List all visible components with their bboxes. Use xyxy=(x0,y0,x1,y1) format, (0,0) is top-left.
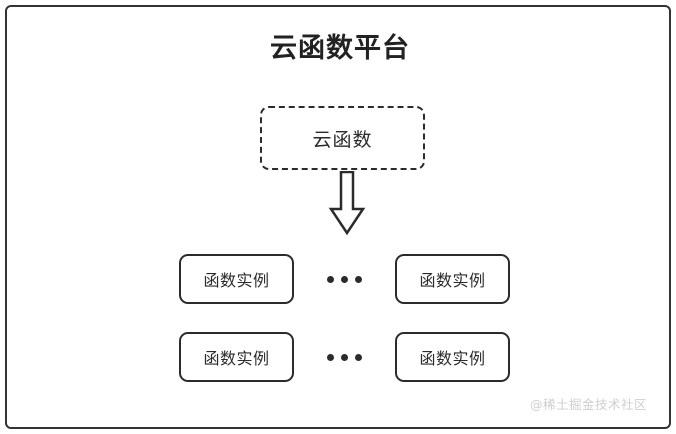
ellipsis-dot-icon xyxy=(355,275,362,283)
watermark: @稀土掘金技术社区 xyxy=(529,397,647,412)
function-instance-box[interactable]: 函数实例 xyxy=(395,332,510,382)
instance-row-2: 函数实例 函数实例 xyxy=(179,332,510,382)
ellipsis-dot-icon xyxy=(341,275,348,283)
ellipsis-separator xyxy=(316,275,373,283)
ellipsis-dot-icon xyxy=(327,275,334,283)
ellipsis-dot-icon xyxy=(355,353,362,361)
ellipsis-dot-icon xyxy=(341,353,348,361)
page-title: 云函数平台 xyxy=(270,33,410,64)
function-instance-label: 函数实例 xyxy=(419,349,486,368)
function-instance-box[interactable]: 函数实例 xyxy=(179,332,294,382)
cloud-function-label: 云函数 xyxy=(312,128,373,151)
down-arrow-icon xyxy=(328,171,366,236)
function-instance-label: 函数实例 xyxy=(203,349,270,368)
cloud-function-node: 云函数 xyxy=(260,106,425,170)
function-instance-box[interactable]: 函数实例 xyxy=(395,254,510,304)
instance-row-1: 函数实例 函数实例 xyxy=(179,254,510,304)
function-instance-box[interactable]: 函数实例 xyxy=(179,254,294,304)
function-instance-label: 函数实例 xyxy=(203,271,270,290)
ellipsis-dot-icon xyxy=(327,353,334,361)
ellipsis-separator xyxy=(316,353,373,361)
platform-container: 云函数平台 云函数 函数实例 函数实例 函数实例 xyxy=(5,5,671,429)
function-instance-label: 函数实例 xyxy=(419,271,486,290)
